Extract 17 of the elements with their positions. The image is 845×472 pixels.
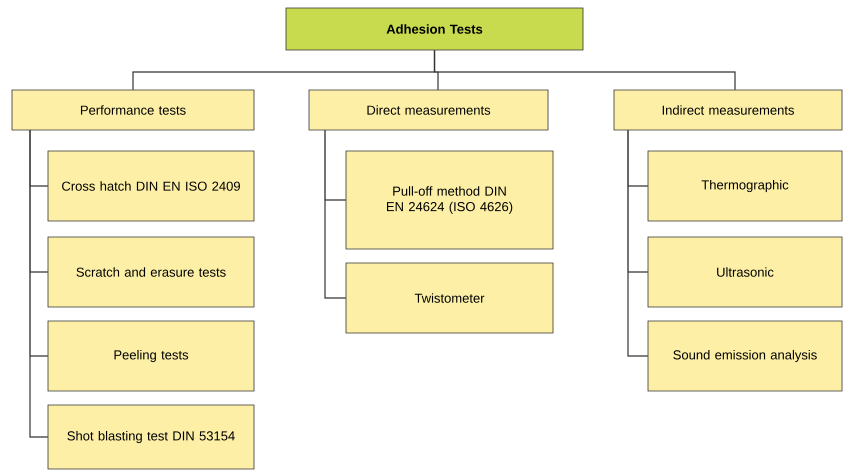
test-box: Ultrasonic [648,236,842,308]
test-box: Shot blasting test DIN 53154 [48,404,254,470]
test-box: Pull-off method DIN EN 24624 (ISO 4626) [346,150,554,250]
test-box: Scratch and erasure tests [48,236,254,308]
connector-line [434,50,736,90]
connector-line [627,130,648,357]
test-box: Cross hatch DIN EN ISO 2409 [48,150,254,222]
connector-line [324,130,346,299]
test-box: Twistometer [346,262,554,334]
root-box: Adhesion Tests [286,8,584,50]
connector-line [29,130,48,438]
test-box: Sound emission analysis [648,320,842,392]
category-box: Direct measurements [308,90,548,130]
category-box: Performance tests [12,90,254,130]
test-box: Thermographic [648,150,842,222]
test-box: Peeling tests [48,320,254,392]
category-box: Indirect measurements [614,90,842,130]
